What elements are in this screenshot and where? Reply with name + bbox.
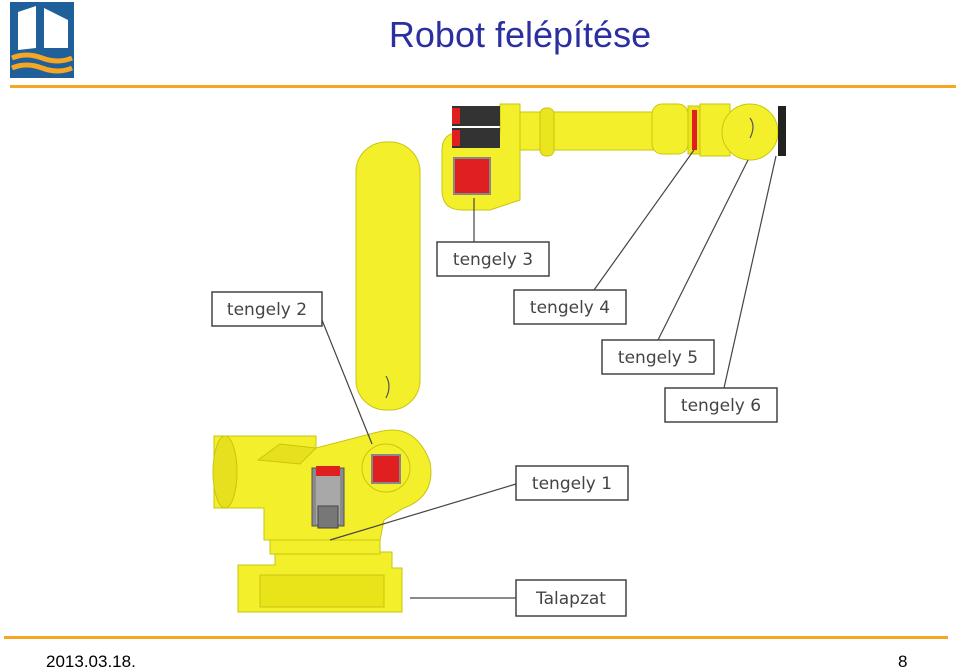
label-axis1-text: tengely 1 (532, 474, 612, 494)
label-axis4: tengely 4 (513, 289, 627, 325)
top-divider (10, 85, 956, 88)
label-axis1: tengely 1 (515, 465, 629, 501)
label-base: Talapzat (515, 579, 627, 617)
label-base-text: Talapzat (535, 589, 606, 609)
slide-title: Robot felépítése (388, 14, 652, 55)
label-axis6-text: tengely 6 (681, 396, 761, 416)
label-axis4-text: tengely 4 (530, 298, 610, 318)
label-axis5: tengely 5 (601, 339, 715, 375)
label-axis6: tengely 6 (664, 387, 778, 423)
label-axis3: tengely 3 (436, 241, 550, 277)
label-axis2: tengely 2 (211, 291, 323, 327)
label-axis5-text: tengely 5 (618, 348, 698, 368)
institution-logo (10, 2, 74, 78)
label-axis2-text: tengely 2 (227, 300, 307, 320)
leader-lines (321, 149, 777, 599)
bottom-divider (4, 636, 948, 639)
robot-drawing (212, 103, 786, 613)
page-number: 8 (898, 652, 908, 671)
label-axis3-text: tengely 3 (453, 250, 533, 270)
footer-date: 2013.03.18. (46, 652, 136, 671)
